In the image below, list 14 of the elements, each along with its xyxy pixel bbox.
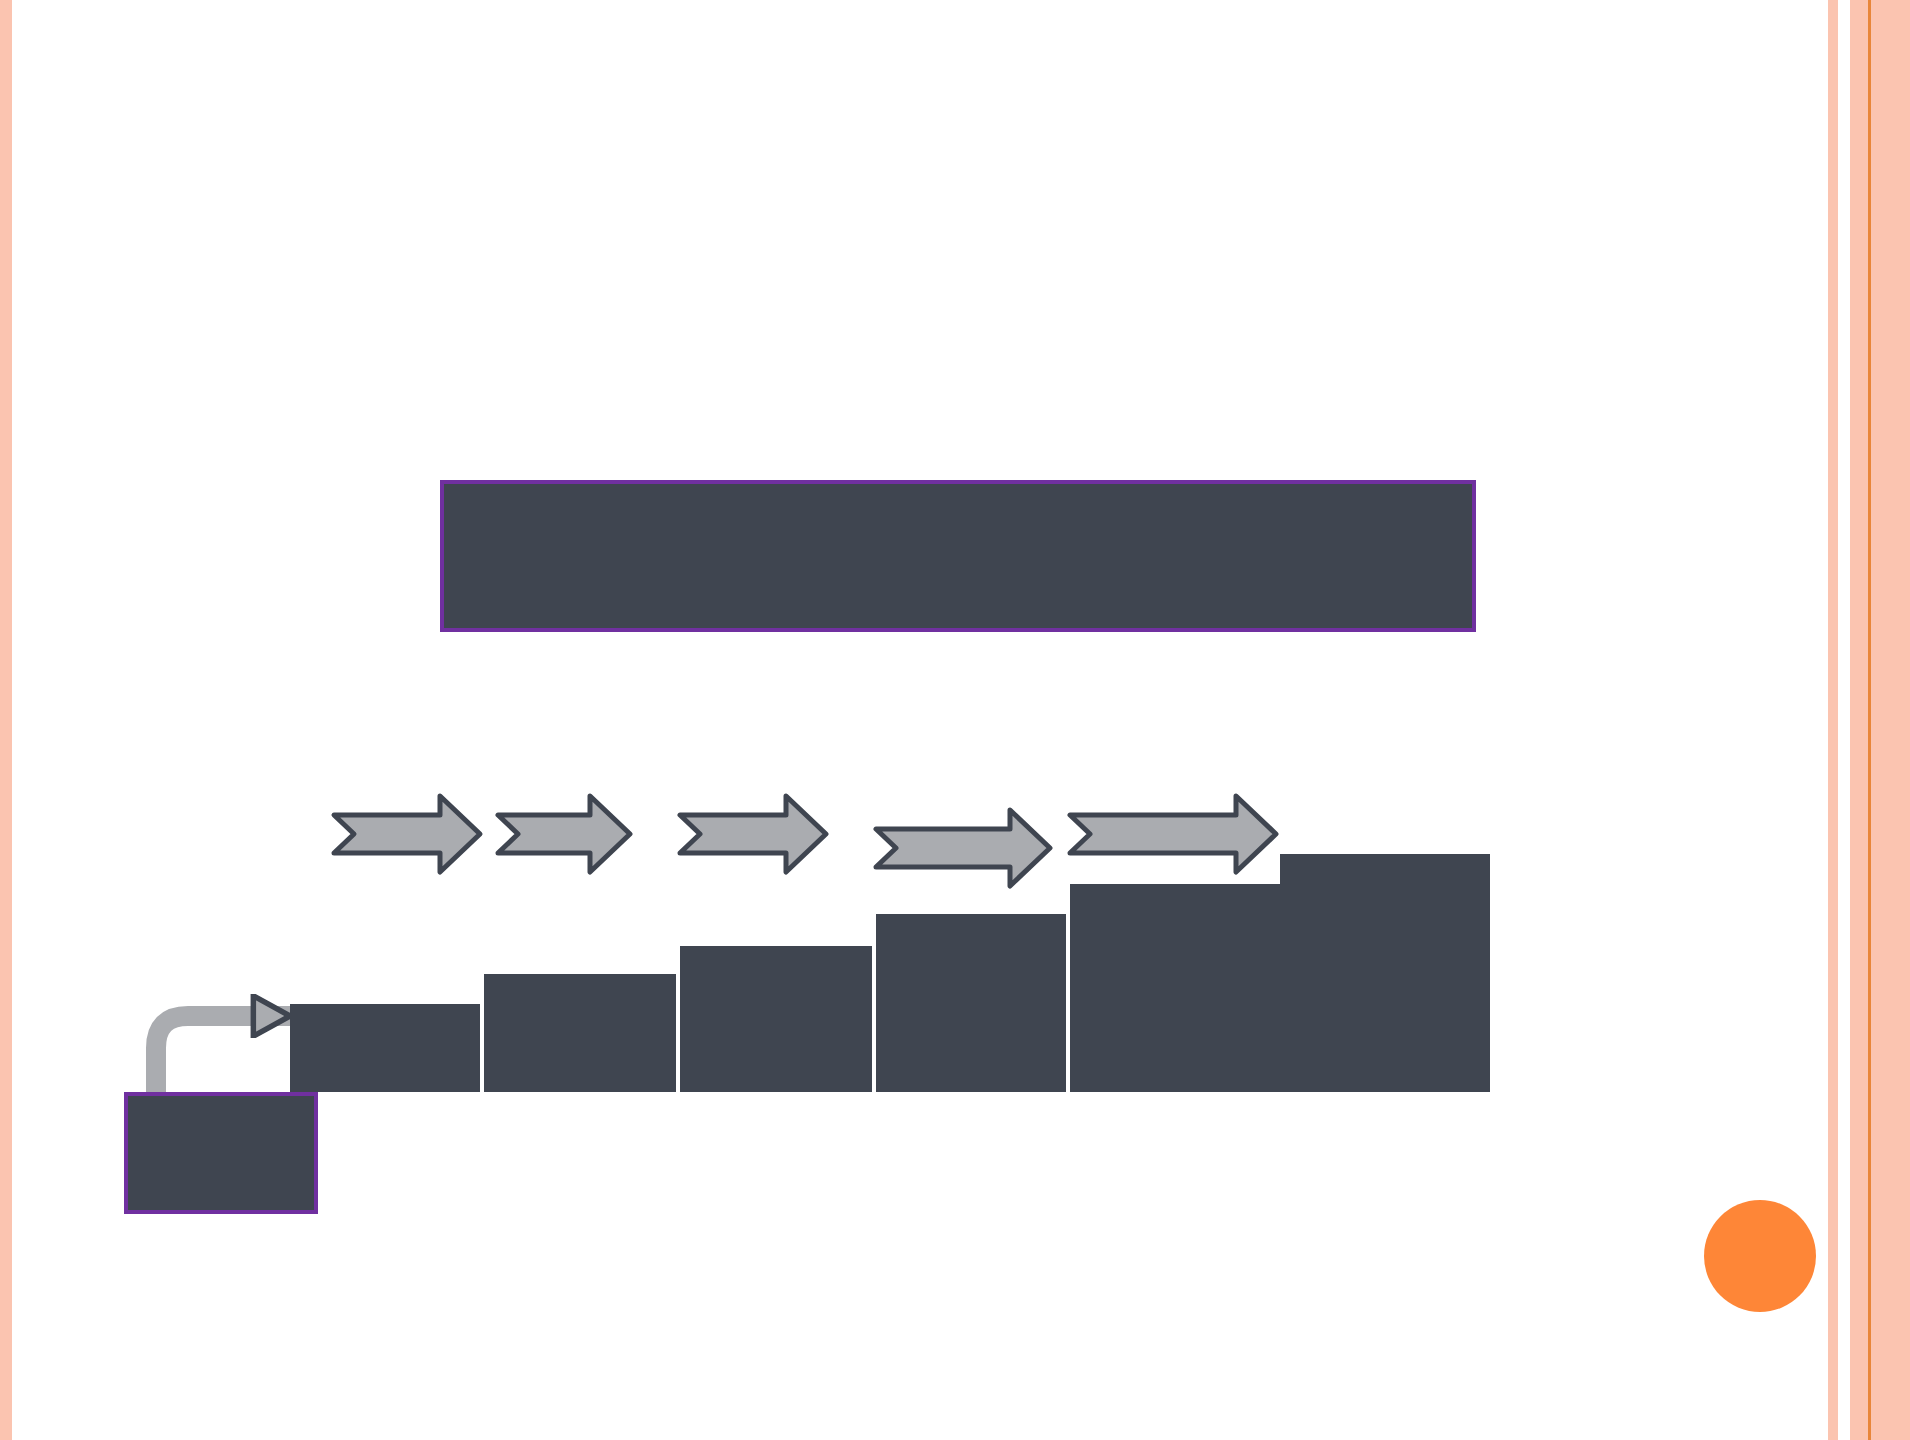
block-arrow xyxy=(495,793,633,875)
step-box xyxy=(680,946,872,1092)
arrow xyxy=(146,993,293,1092)
step-box xyxy=(484,974,676,1092)
block-arrow xyxy=(873,807,1053,889)
block-arrow xyxy=(677,793,829,875)
banner-box xyxy=(440,480,1476,632)
block-arrow xyxy=(1067,793,1279,875)
step-box xyxy=(290,1004,480,1092)
step-box xyxy=(1070,884,1280,1092)
step-box xyxy=(124,1092,318,1214)
block-arrow xyxy=(331,793,483,875)
step-box xyxy=(1280,854,1490,1092)
step-box xyxy=(876,914,1066,1092)
